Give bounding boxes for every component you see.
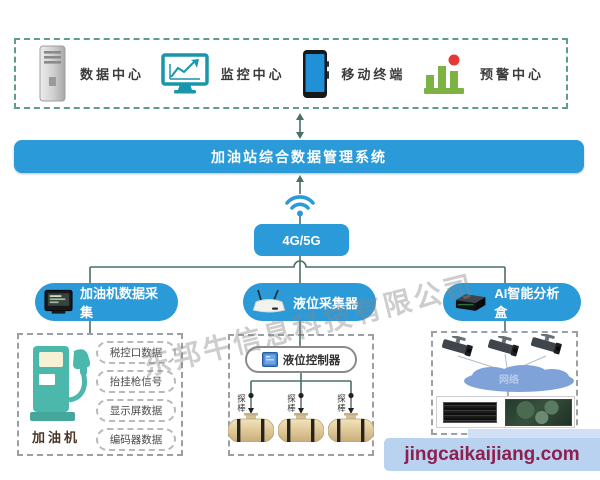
pos-terminal-icon [44,289,73,314]
fuel-dispenser-icon [30,346,91,421]
server-rack-image [443,402,497,423]
signal-pill: 税控口数据 [96,341,176,364]
alert-bar-chart-icon [423,54,464,94]
dispenser-collector-pill: 加油机数据采集 [35,283,178,321]
cloud-centers-panel: 数据中心 监控中心 移动终端 预警中心 [14,38,568,109]
footer-site-text: jingcaikaijiang.com [404,443,580,465]
circuit-board-image [505,399,572,426]
level-collector-label: 液位采集器 [293,295,359,311]
fuel-tank-icon [278,413,324,442]
system-bar-label: 加油站综合数据管理系统 [211,148,387,165]
signal-pill: 抬挂枪信号 [96,370,176,393]
wifi-icon [285,195,315,217]
ai-analysis-panel [436,396,575,428]
ai-box-pill: AI智能分析盒 [443,283,581,321]
server-tower-icon [39,45,66,101]
smartphone-icon [303,49,330,98]
level-collector-pill: 液位采集器 [243,283,376,321]
dispenser-collector-label: 加油机数据采集 [80,286,159,320]
ai-box-label: AI智能分析盒 [494,286,560,320]
footer-banner: jingcaikaijiang.com [384,438,600,471]
fuel-tank-icon [228,413,274,442]
network-cloud-label: 网络 [499,375,519,386]
monitor-chart-icon [160,52,209,93]
probe-label: 探棒 [336,394,347,413]
monitor-center-label: 监控中心 [220,67,285,82]
ai-box-icon [455,294,486,311]
signal-pill: 编码器数据 [96,428,176,451]
cctv-camera-icon [487,336,519,357]
fuel-dispenser-label: 加油机 [32,430,81,445]
4g5g-label: 4G/5G [282,232,321,248]
alert-center-item: 预警中心 [422,53,544,95]
probe-label: 探棒 [286,394,297,413]
footer-strip [468,429,600,438]
router-icon [252,289,286,313]
data-center-item: 数据中心 [38,45,144,103]
signal-pill: 显示屏数据 [96,399,176,422]
4g5g-box: 4G/5G [254,224,349,256]
cctv-camera-icon [441,336,473,357]
data-center-label: 数据中心 [80,67,145,82]
dispenser-signal-list: 税控口数据 抬挂枪信号 显示屏数据 编码器数据 [96,341,176,451]
monitor-center-item: 监控中心 [160,52,285,95]
mobile-terminal-item: 移动终端 [301,49,405,99]
alert-center-label: 预警中心 [479,67,544,82]
fuel-tank-icon [328,413,374,442]
level-controller-label: 液位控制器 [282,354,341,367]
system-bar: 加油站综合数据管理系统 [14,140,584,173]
cctv-camera-icon [530,334,562,355]
mobile-terminal-label: 移动终端 [341,67,406,82]
level-controller-box: 液位控制器 [245,346,357,373]
level-controller-icon [261,352,278,367]
probe-label: 探棒 [236,394,247,413]
